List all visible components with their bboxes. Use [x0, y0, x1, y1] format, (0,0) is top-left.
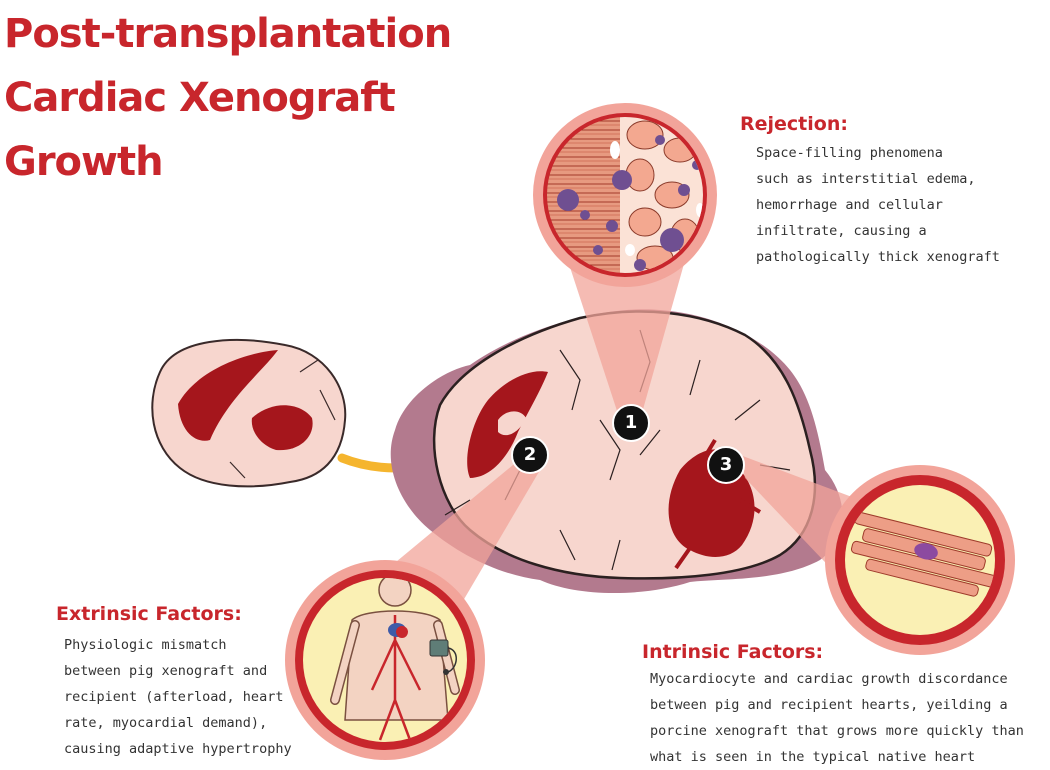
extrinsic-heading: Extrinsic Factors: — [56, 603, 242, 625]
rejection-heading: Rejection: — [740, 113, 848, 135]
intrinsic-block: Intrinsic Factors: Myocardiocyte and car… — [642, 640, 1024, 770]
marker-2: 2 — [511, 436, 549, 474]
page-title: Post-transplantation Cardiac Xenograft G… — [4, 2, 452, 194]
extrinsic-block: Extrinsic Factors: Physiologic mismatch … — [56, 602, 292, 762]
title-line-1: Post-transplantation — [4, 11, 452, 57]
rejection-histology-inset — [533, 103, 717, 287]
title-line-3: Growth — [4, 139, 164, 185]
intrinsic-heading: Intrinsic Factors: — [642, 641, 824, 663]
extrinsic-text: Physiologic mismatch between pig xenogra… — [64, 637, 292, 757]
marker-1: 1 — [612, 404, 650, 442]
myocyte-inset — [825, 465, 1015, 655]
rejection-text: Space-filling phenomena such as intersti… — [756, 145, 1000, 265]
native-heart-cross-section — [151, 338, 347, 488]
title-line-2: Cardiac Xenograft — [4, 75, 396, 121]
rejection-block: Rejection: Space-filling phenomena such … — [740, 112, 1000, 270]
marker-3: 3 — [707, 446, 745, 484]
recipient-body-inset — [285, 560, 485, 760]
intrinsic-text: Myocardiocyte and cardiac growth discord… — [650, 671, 1024, 765]
